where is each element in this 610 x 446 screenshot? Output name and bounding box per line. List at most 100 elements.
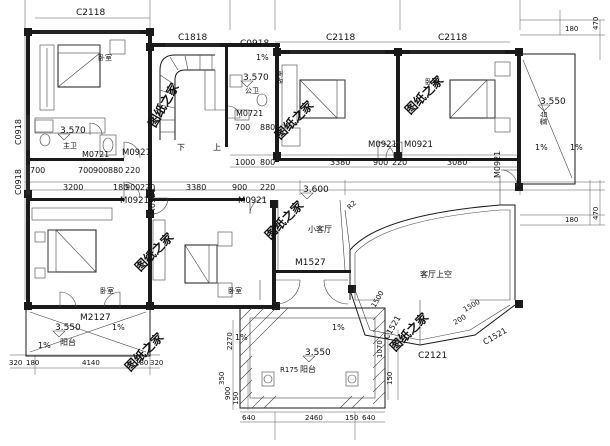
- balcony-hatch: [239, 307, 386, 409]
- room-label-hall: 小客厅: [308, 224, 332, 234]
- dimension-label-d-r175: R175: [280, 366, 298, 374]
- door-label-m0921-4: M0921: [368, 140, 397, 150]
- dimension-label-d-640b: 640: [362, 414, 375, 422]
- dimension-label-slope6: 1%: [332, 323, 345, 332]
- door-label-m0921-1: M0921: [122, 148, 151, 158]
- room-label-bedroom-top-mid: 卧室: [275, 70, 284, 84]
- dimension-label-d-900d: 900: [232, 183, 247, 192]
- window-label-c2118-top-right: C2118: [438, 33, 467, 43]
- room-label-living-void: 客厅上空: [420, 269, 452, 279]
- elevation-bath-left: 3.570: [60, 126, 86, 136]
- dimension-label-d-3080: 3080: [447, 158, 467, 167]
- door-labels: M0921 M0921 M0921 M0921 M0921 M0921 M092…: [80, 109, 502, 323]
- dimension-label-d-180a: 180: [113, 183, 128, 192]
- dimension-label-d-700c: 700: [30, 166, 45, 175]
- door-label-m0921-6: M0921: [493, 151, 502, 178]
- elevation-bath-mid: 3.570: [243, 73, 269, 83]
- dimension-label-d-r2: R2: [346, 199, 358, 211]
- elevation-balcony-bottom: 3.550: [305, 348, 331, 358]
- dimension-label-d-220b: 220: [125, 166, 140, 175]
- dimension-label-d-700a: 700: [235, 123, 250, 132]
- room-labels: 卧室 卧室 卧室 卧室 卧室 主卫 公卫 露台 小客厅 客厅上空 阳台 阳台 下…: [60, 53, 548, 374]
- dimension-label-d-800: 800: [260, 158, 275, 167]
- hall-lines: [259, 199, 346, 300]
- dimension-label-d-1000: 1000: [235, 158, 255, 167]
- dimension-label-d-4140: 4140: [82, 359, 100, 367]
- dimension-label-d-150c: 150: [386, 372, 394, 385]
- elevation-hall: 3.600: [303, 185, 329, 195]
- room-label-bath-mid: 公卫: [245, 87, 259, 95]
- dimension-label-d-470r2: 470: [592, 207, 600, 220]
- door-label-m0921-3: M0921: [238, 196, 267, 206]
- window-label-c0918-left-upper: C0918: [14, 119, 23, 145]
- window-label-c0918-top: C0918: [240, 39, 269, 49]
- stair-label-down: 下: [177, 143, 185, 152]
- dimension-label-d-880: 880: [260, 123, 275, 132]
- watermark-4: 图纸之家: [262, 197, 307, 242]
- window-openings: [26, 30, 505, 195]
- dimension-label-d-3380b: 3380: [186, 183, 206, 192]
- stair-label-up: 上: [213, 143, 221, 152]
- dimension-label-d-220d: 220: [260, 183, 275, 192]
- window-label-c2121: C2121: [418, 351, 447, 361]
- dimension-label-d-350: 350: [218, 372, 226, 385]
- dimension-label-d-220c: 220: [140, 183, 155, 192]
- dimension-label-d-640a: 640: [242, 414, 255, 422]
- door-label-m0721-1: M0721: [82, 150, 109, 159]
- door-label-m1527: M1527: [295, 258, 326, 268]
- dimension-label-slope2: 1%: [535, 143, 548, 152]
- room-label-bedroom-top-left: 卧室: [98, 53, 112, 62]
- room-label-bedroom-bottom-left: 卧室: [100, 286, 114, 295]
- dimension-label-d-320: 320: [9, 359, 22, 367]
- elevation-marks: 3.570 3.570 3.550 3.600 3.550 3.550: [52, 73, 566, 363]
- living-void: [344, 175, 516, 346]
- room-label-balcony-bottom: 阳台: [300, 364, 316, 374]
- walls: [24, 28, 523, 310]
- dimension-label-slope7: 1%: [235, 333, 248, 342]
- dimension-label-d-180c: 180: [135, 359, 148, 367]
- dimension-label-d-880b: 880: [108, 166, 123, 175]
- dimension-label-d-3380a: 3380: [330, 158, 350, 167]
- dimension-label-slope3: 1%: [570, 143, 583, 152]
- dimension-label-slope5: 1%: [38, 341, 51, 350]
- dimension-label-d-900v: 900: [224, 387, 232, 400]
- door-label-m0721-2: M0721: [236, 109, 263, 118]
- balconies: [25, 53, 576, 409]
- dimension-label-d-200: 200: [452, 313, 468, 327]
- room-label-terrace: 露台: [539, 111, 548, 125]
- window-label-c0918-left-lower: C0918: [14, 169, 23, 195]
- dimension-label-d-900b: 900: [93, 166, 108, 175]
- window-label-c1818: C1818: [178, 33, 207, 43]
- dimension-label-d-2460: 2460: [305, 414, 323, 422]
- dimension-label-d-1500b: 1500: [462, 298, 481, 314]
- door-label-m0921-7: M0921: [148, 188, 157, 215]
- dimension-label-d-150b: 150: [345, 414, 358, 422]
- elevation-terrace: 3.550: [540, 97, 566, 107]
- dimension-label-slope4: 1%: [112, 323, 125, 332]
- elevation-balcony-left: 3.550: [55, 323, 81, 333]
- bed-furniture: [31, 39, 511, 298]
- door-label-m0921-2: M0921: [120, 196, 149, 206]
- dimension-label-d-320b: 320: [150, 359, 163, 367]
- dimension-labels: 700 700 880 1000 800 3380 900 220 3080 7…: [9, 17, 600, 422]
- dimension-label-d-1070: 1070: [376, 340, 384, 358]
- door-label-m2127: M2127: [80, 313, 111, 323]
- door-swings: [59, 105, 518, 309]
- window-label-c2118-top-mid: C2118: [326, 33, 355, 43]
- window-label-c2118-top-left: C2118: [76, 8, 105, 18]
- room-label-balcony-left: 阳台: [60, 337, 76, 347]
- dimension-label-d-1500a: 1500: [370, 290, 386, 309]
- watermark-5: 图纸之家: [132, 229, 177, 274]
- dimension-label-d-700b: 700: [78, 166, 93, 175]
- room-label-bedroom-top-right: 卧室: [425, 77, 439, 86]
- dimension-label-d-3200: 3200: [63, 183, 83, 192]
- door-label-m0921-5: M0921: [404, 140, 433, 150]
- dimension-label-d-900a: 900: [373, 158, 388, 167]
- window-label-c1521-right: C1521: [482, 326, 509, 347]
- dimension-label-d-180r1: 180: [565, 25, 578, 33]
- dimension-label-d-900c: 900: [125, 183, 140, 192]
- dimension-label-d-180r2: 180: [565, 216, 578, 224]
- room-label-bath-left: 主卫: [63, 141, 77, 150]
